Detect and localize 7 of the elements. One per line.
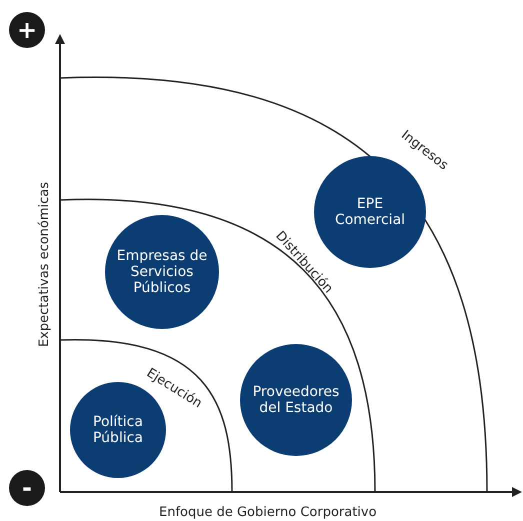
minus-icon: -: [9, 470, 45, 506]
category-circle: Empresas de Servicios Públicos: [105, 215, 219, 329]
category-circle: Proveedores del Estado: [240, 344, 352, 456]
axis-title: Expectativas económicas: [36, 181, 52, 347]
plus-icon: +: [9, 12, 45, 48]
axis-title: Enfoque de Gobierno Corporativo: [159, 504, 377, 520]
category-circle: EPE Comercial: [314, 156, 426, 268]
